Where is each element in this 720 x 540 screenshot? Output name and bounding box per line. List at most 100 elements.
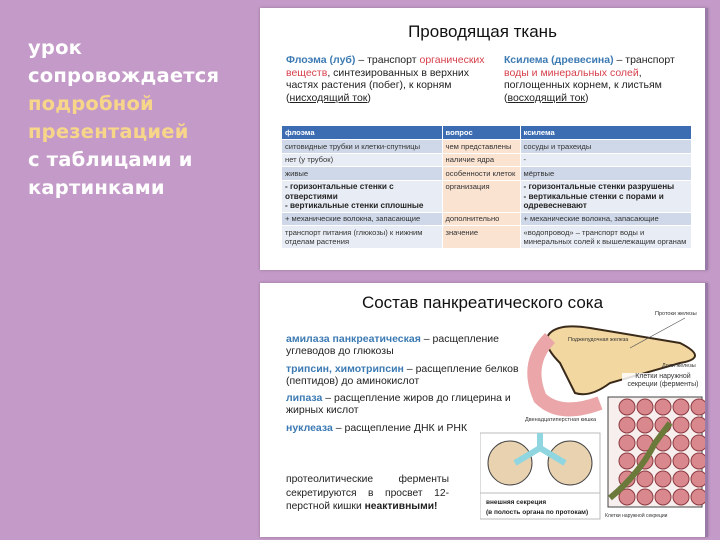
lead-text: урок сопровождается подробной презентаци…	[28, 34, 219, 202]
highlight: воды и минеральных солей	[504, 66, 639, 79]
table-cell: транспорт питания (глюкозы) к нижним отд…	[282, 225, 443, 249]
acinus-cell	[672, 452, 690, 470]
acinus-cell	[672, 398, 690, 416]
label: внешняя секреция	[486, 499, 546, 506]
duct	[608, 421, 673, 501]
enzyme-name: трипсин, химотрипсин	[286, 362, 404, 375]
table-cell: - горизонтальные стенки с отверстиями - …	[282, 179, 443, 213]
acinus-cell	[636, 488, 654, 506]
duodenum-shape	[527, 333, 603, 417]
slide-title: Проводящая ткань	[408, 22, 557, 41]
table-cell: - горизонтальные стенки разрушены - верт…	[520, 179, 692, 213]
enzyme-desc: – расщепление ДНК и РНК	[332, 421, 468, 434]
exocrine-cells-label: Клетки наружной секреции (ферменты)	[622, 373, 704, 390]
note: протеолитические ферменты секретируются …	[286, 473, 449, 514]
table-cell: + механические волокна, запасающие	[520, 211, 692, 226]
enzyme-item: амилаза панкреатическая – расщепление уг…	[286, 333, 536, 358]
lead-line-highlight: подробной	[28, 92, 154, 115]
acinus-cell	[690, 452, 705, 470]
term: Ксилема (древесина)	[504, 54, 614, 66]
table-cell: значение	[442, 225, 521, 249]
label: Двенадцатиперстная кишка	[525, 417, 597, 423]
table-row: - горизонтальные стенки с отверстиями - …	[282, 179, 692, 213]
table-row: нет (у трубок)наличие ядра-	[282, 152, 692, 167]
acinus-cell	[618, 452, 636, 470]
acinus-cell	[672, 470, 690, 488]
secretion-label-box	[480, 492, 601, 520]
acinus-cell	[618, 488, 636, 506]
label: Клетки наружной секреции	[605, 512, 668, 519]
acinus-cell	[690, 470, 705, 488]
acinus-cell	[654, 398, 672, 416]
table-cell: чем представлены	[442, 139, 521, 154]
slide-title: Состав панкреатического сока	[361, 293, 604, 312]
table-row: транспорт питания (глюкозы) к нижним отд…	[282, 225, 692, 249]
acinus-cell	[690, 434, 705, 452]
label: Поджелудочная железа	[568, 337, 629, 343]
text: )	[585, 91, 589, 104]
enzyme-name: нуклеаза	[286, 421, 333, 434]
acinus-cell	[618, 434, 636, 452]
acinus-cell	[672, 434, 690, 452]
table-cell: наличие ядра	[442, 152, 521, 167]
comparison-table: флоэма вопрос ксилема ситовидные трубки …	[282, 126, 692, 249]
text: – транспорт	[613, 54, 675, 66]
enzyme-desc: – расщепление белков (пептидов) до амино…	[286, 362, 519, 387]
highlight: органических веществ	[286, 54, 485, 79]
lead-line: с таблицами и	[28, 148, 193, 171]
table-cell: организация	[442, 179, 521, 213]
lead-line: урок	[28, 36, 83, 59]
header-cell: флоэма	[282, 126, 443, 140]
text: протеолитические ферменты секретируются …	[286, 474, 449, 512]
acinus	[547, 440, 593, 486]
acinus-cell	[672, 416, 690, 434]
table-cell: ситовидные трубки и клетки-спутницы	[282, 139, 443, 154]
acinus-cell	[690, 398, 705, 416]
header-cell: вопрос	[442, 126, 521, 140]
acinus-cell	[654, 452, 672, 470]
underlined: восходящий ток	[507, 91, 586, 104]
label: (в полость органа по протокам)	[486, 509, 588, 516]
enzyme-list: амилаза панкреатическая – расщепление уг…	[286, 333, 536, 439]
table-cell: нет (у трубок)	[282, 152, 443, 167]
slide-conductive-tissue: Проводящая ткань Флоэма (луб) – транспор…	[260, 8, 708, 270]
text: – транспорт	[355, 54, 420, 66]
acinus	[487, 440, 533, 486]
enzyme-name: липаза	[286, 392, 323, 405]
lead-line-highlight: презентацией	[28, 120, 189, 143]
term: Флоэма (луб)	[286, 54, 356, 66]
enzyme-item: нуклеаза – расщепление ДНК и РНК	[286, 422, 536, 434]
lead-line: сопровождается	[28, 64, 220, 87]
acinus-cell	[690, 416, 705, 434]
table-header: флоэма вопрос ксилема	[282, 126, 692, 140]
enzyme-item: липаза – расщепление жиров до глицерина …	[286, 392, 536, 417]
text: )	[367, 91, 371, 104]
pancreas-diagram: Протоки железы Поджелудочная железа Доли…	[480, 311, 705, 520]
acinus-cell	[654, 488, 672, 506]
table-cell: -	[520, 152, 692, 167]
duct	[513, 433, 567, 466]
label: Протоки железы	[655, 311, 697, 317]
label: Доли железы	[662, 363, 696, 369]
table-cell: живые	[282, 166, 443, 181]
text: , синтезированных в верхних частях расте…	[286, 66, 470, 104]
bold-text: неактивными!	[364, 501, 438, 512]
table-cell: особенности клеток	[442, 166, 521, 181]
phloem-description: Флоэма (луб) – транспорт органических ве…	[286, 54, 491, 104]
acinus-cell	[672, 488, 690, 506]
acinus-cell	[618, 398, 636, 416]
header-cell: ксилема	[520, 126, 692, 140]
acinus-cell	[636, 398, 654, 416]
table-cell: «водопровод» – транспорт воды и минераль…	[520, 225, 692, 249]
enzyme-desc: – расщепление жиров до глицерина и жирны…	[286, 392, 511, 417]
slide-pancreatic-juice: Состав панкреатического сока амилаза пан…	[260, 283, 708, 537]
table-cell: мёртвые	[520, 166, 692, 181]
enzyme-name: амилаза панкреатическая	[286, 333, 421, 345]
leader-line	[629, 317, 686, 349]
enzyme-item: трипсин, химотрипсин – расщепление белко…	[286, 363, 536, 388]
table-cell: сосуды и трахеиды	[520, 139, 692, 154]
acinus-cell	[690, 488, 705, 506]
